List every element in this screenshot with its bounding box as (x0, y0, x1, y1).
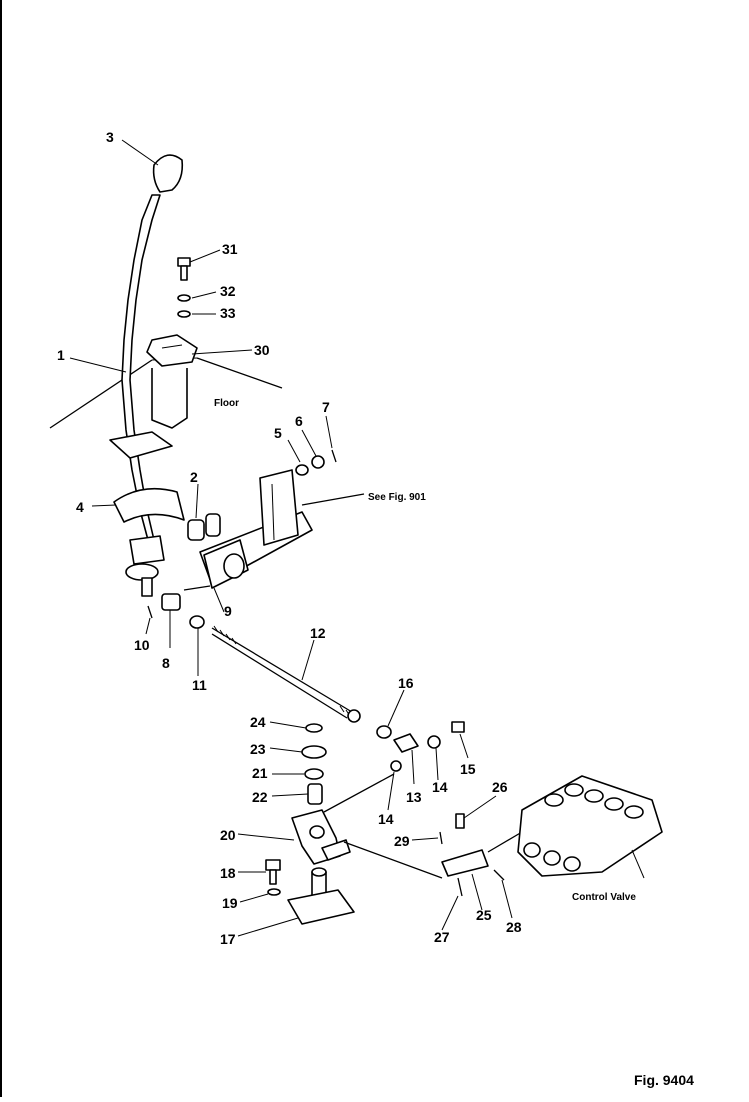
label-6: 6 (295, 413, 303, 429)
label-4: 4 (76, 499, 84, 515)
label-9: 9 (224, 603, 232, 619)
shift-knob (152, 154, 184, 193)
control-valve (517, 775, 663, 879)
label-23: 23 (250, 741, 266, 757)
label-19: 19 (222, 895, 238, 911)
shift-lever (109, 154, 185, 597)
rod-end-parts (376, 721, 465, 772)
label-27: 27 (434, 929, 450, 945)
label-20: 20 (220, 827, 236, 843)
label-26: 26 (492, 779, 508, 795)
label-1: 1 (57, 347, 65, 363)
label-15: 15 (460, 761, 476, 777)
label-7: 7 (322, 399, 330, 415)
label-16: 16 (398, 675, 414, 691)
figure-number: Fig. 9404 (634, 1072, 694, 1088)
label-3: 3 (106, 129, 114, 145)
label-30: 30 (254, 342, 270, 358)
valve-linkage (439, 813, 523, 897)
diagram-notes: Floor See Fig. 901 Control Valve (214, 398, 636, 903)
label-33: 33 (220, 305, 236, 321)
label-28: 28 (506, 919, 522, 935)
control-valve-note: Control Valve (572, 892, 636, 903)
label-17: 17 (220, 931, 236, 947)
label-14-a: 14 (432, 779, 448, 795)
label-31: 31 (222, 241, 238, 257)
label-18: 18 (220, 865, 236, 881)
leader-lines (69, 139, 513, 937)
label-8: 8 (162, 655, 170, 671)
lower-lever-parts (147, 585, 211, 629)
part-number-labels: 3 31 32 33 30 1 5 6 7 2 4 9 10 8 11 12 1… (57, 129, 522, 947)
bushings (187, 513, 221, 541)
label-10: 10 (134, 637, 150, 653)
label-22: 22 (252, 789, 268, 805)
nut-parts-5-6-7 (295, 449, 337, 476)
label-25: 25 (476, 907, 492, 923)
mounting-frame (199, 469, 365, 589)
bell-crank-assembly (265, 773, 443, 925)
label-2: 2 (190, 469, 198, 485)
label-21: 21 (252, 765, 268, 781)
label-5: 5 (274, 425, 282, 441)
label-11: 11 (192, 677, 207, 693)
label-14-b: 14 (378, 811, 394, 827)
label-12: 12 (310, 625, 326, 641)
label-13: 13 (406, 789, 422, 805)
control-rod (211, 625, 361, 723)
pivot-stack (301, 723, 327, 805)
floor-bracket (146, 257, 198, 429)
label-24: 24 (250, 714, 266, 730)
floor-note: Floor (214, 398, 239, 409)
see-fig-note: See Fig. 901 (368, 492, 426, 503)
lever-cover (113, 487, 185, 523)
label-32: 32 (220, 283, 236, 299)
label-29: 29 (394, 833, 410, 849)
